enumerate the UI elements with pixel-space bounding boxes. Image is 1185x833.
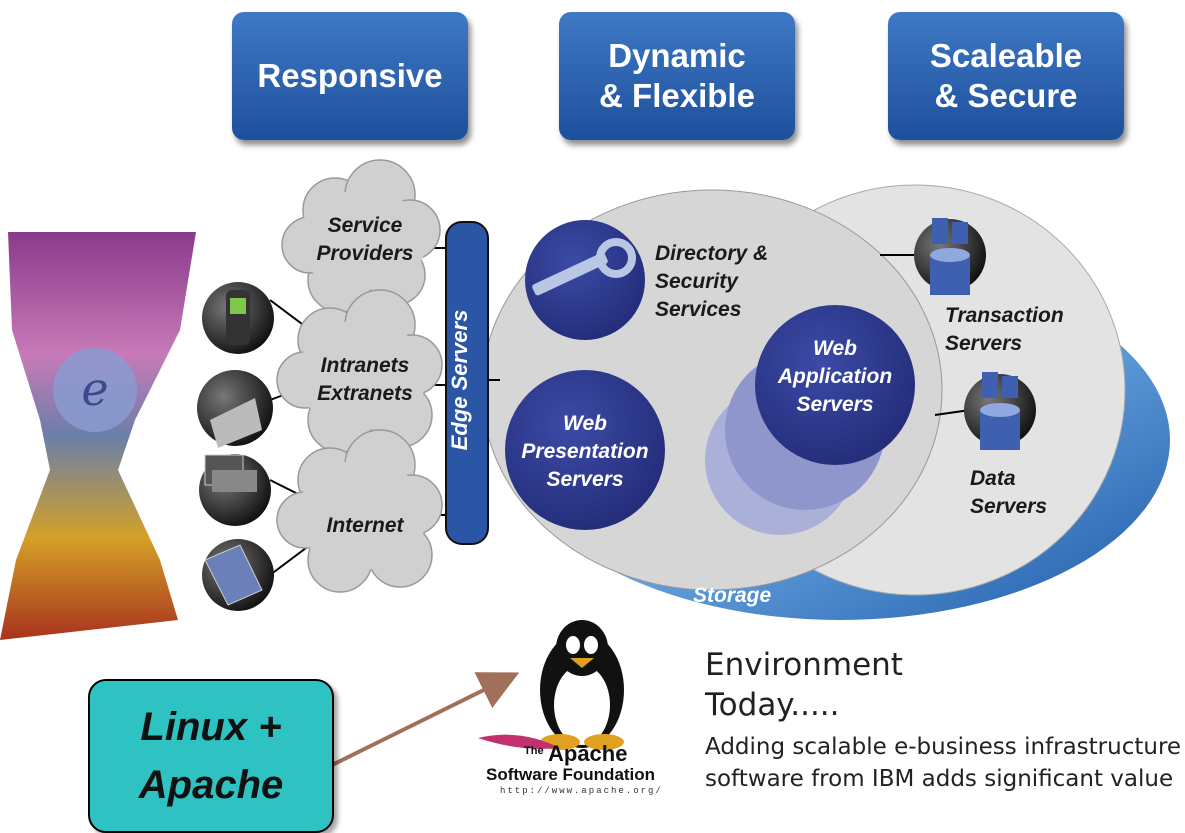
transaction-servers-label: Transaction Servers [945,304,1064,355]
directory-security-disc [525,220,645,340]
edge-servers-bar [445,221,489,545]
data-database-icon [964,372,1036,450]
linux-apache-callout: Linux + Apache [88,679,334,833]
service-providers-label: Service Providers [316,214,414,265]
directory-security-label: Directory & Security Services [655,242,769,321]
environment-description: Adding scalable e-business infrastructur… [705,734,1182,792]
intranets-extranets-label: Intranets Extranets [317,354,413,405]
apache-name-text: Apache [548,741,628,766]
responsive-pill: Responsive [232,12,468,140]
apache-feather-logo [478,734,560,749]
tux-penguin-logo [540,620,624,750]
device-icons [197,282,274,611]
key-icon [532,238,636,296]
web-presentation-disc [505,370,665,530]
dynamic-flexible-pill: Dynamic & Flexible [559,12,795,140]
linux-apache-arrow [317,672,520,774]
data-servers-label: Data Servers [970,467,1048,518]
transaction-database-icon [914,218,986,295]
internet-cloud [276,429,443,593]
web-application-stack [705,305,915,535]
environment-title: Environment Today..... [705,647,903,723]
ebusiness-banner-image: e [0,232,196,640]
apache-foundation-text: Software Foundation [486,765,656,784]
web-application-label: Web Application Servers [777,337,893,416]
service-providers-cloud [281,159,441,313]
svg-text:e: e [81,362,108,416]
apache-url-text: http://www.apache.org/ [500,786,663,796]
internet-label: Internet [326,514,404,537]
storage-label: Storage [693,584,772,607]
apache-the-text: The [524,745,544,757]
web-presentation-label: Web Presentation Servers [521,412,649,491]
scaleable-secure-pill: Scaleable & Secure [888,12,1124,140]
